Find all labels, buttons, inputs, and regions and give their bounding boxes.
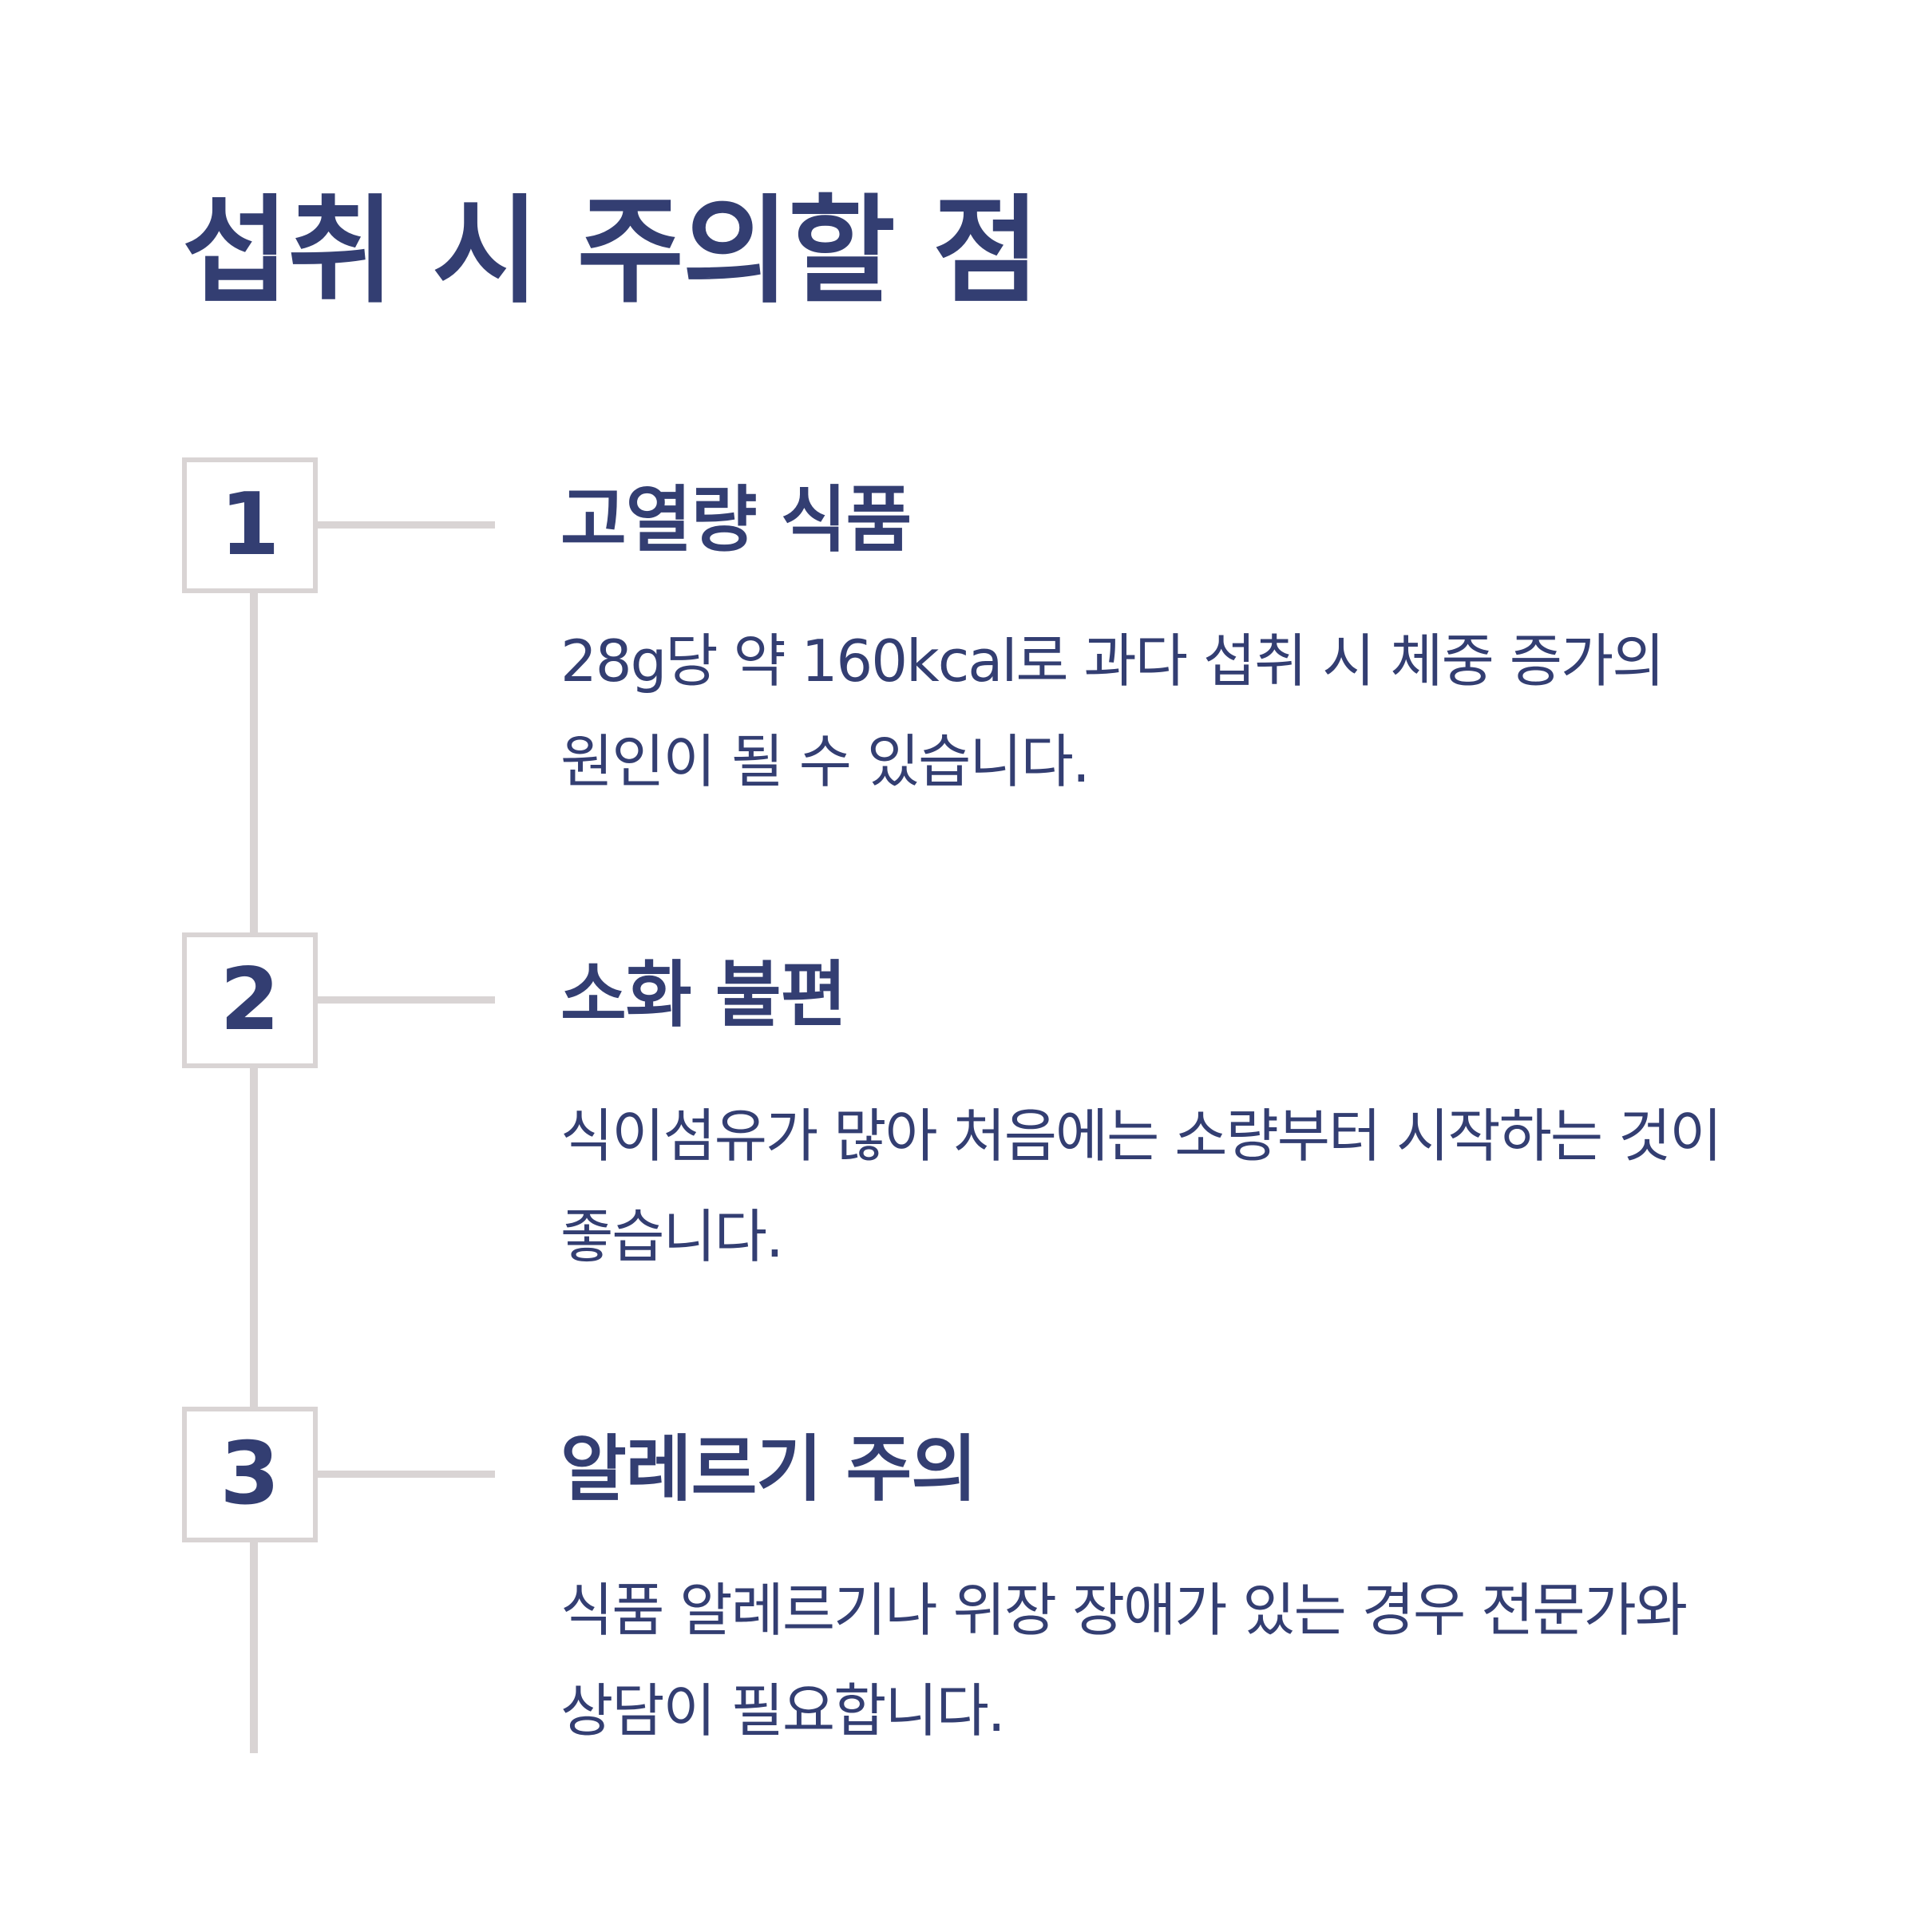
step-connector — [318, 1471, 495, 1478]
step-title: 소화 불편 — [560, 953, 847, 1037]
step-number: 3 — [220, 1424, 280, 1524]
step-connector — [318, 996, 495, 1004]
step-number-box: 1 — [182, 457, 318, 593]
step-item-2: 2 소화 불편 식이섬유가 많아 처음에는 소량부터 시작하는 것이 좋습니다. — [0, 932, 1916, 1380]
step-number-box: 3 — [182, 1407, 318, 1542]
page-title: 섭취 시 주의할 점 — [182, 184, 1040, 319]
step-number: 1 — [220, 475, 280, 575]
step-item-1: 1 고열량 식품 28g당 약 160kcal로 과다 섭취 시 체중 증가의 … — [0, 457, 1916, 905]
step-connector — [318, 521, 495, 529]
step-number-box: 2 — [182, 932, 318, 1068]
step-description: 식품 알레르기나 위장 장애가 있는 경우 전문가와 상담이 필요합니다. — [560, 1577, 1688, 1744]
step-description: 식이섬유가 많아 처음에는 소량부터 시작하는 것이 좋습니다. — [560, 1103, 1722, 1270]
timeline-line — [250, 591, 258, 1753]
step-description: 28g당 약 160kcal로 과다 섭취 시 체중 증가의 원인이 될 수 있… — [560, 628, 1665, 795]
step-title: 알레르기 주의 — [560, 1427, 977, 1511]
step-item-3: 3 알레르기 주의 식품 알레르기나 위장 장애가 있는 경우 전문가와 상담이… — [0, 1407, 1916, 1854]
step-number: 2 — [220, 950, 280, 1050]
step-title: 고열량 식품 — [560, 478, 912, 562]
